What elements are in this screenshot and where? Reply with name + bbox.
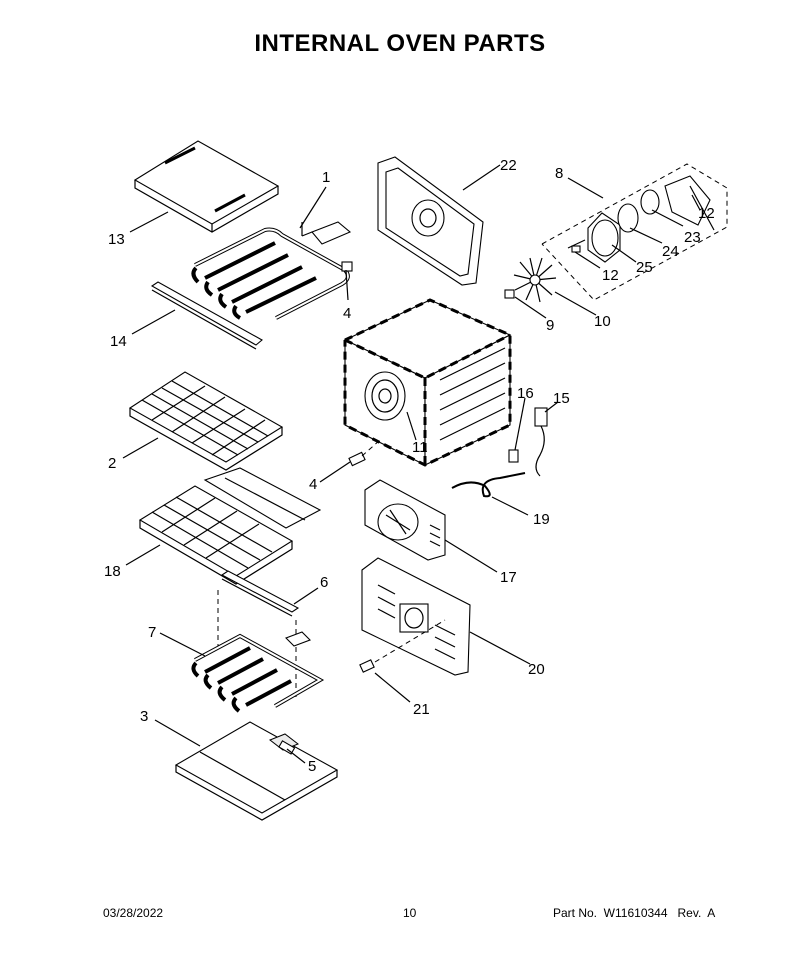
part-17-convection-cover xyxy=(364,479,446,561)
callout-3: 3 xyxy=(140,708,148,725)
callout-22: 22 xyxy=(500,157,517,174)
part-14-rail xyxy=(150,281,263,350)
callout-13: 13 xyxy=(108,231,125,248)
callout-25: 25 xyxy=(636,259,653,276)
callout-20: 20 xyxy=(528,661,545,678)
part-6-bracket xyxy=(217,570,300,700)
callout-7: 7 xyxy=(148,624,156,641)
callout-8: 8 xyxy=(555,165,563,182)
callout-12-upper: 12 xyxy=(698,205,715,222)
part-5-screw xyxy=(278,740,296,755)
part-21-screw xyxy=(359,659,375,673)
callout-9: 9 xyxy=(546,317,554,334)
callout-17: 17 xyxy=(500,569,517,586)
part-8-fan-assembly xyxy=(541,163,728,301)
part-13-top-plate xyxy=(133,140,280,233)
part-9-nut xyxy=(504,289,515,299)
callout-11: 11 xyxy=(412,439,428,456)
leader-lines xyxy=(122,164,701,764)
callout-24: 24 xyxy=(662,243,679,260)
part-1-broil-element xyxy=(191,221,352,320)
page-title: INTERNAL OVEN PARTS xyxy=(254,30,546,57)
callout-5: 5 xyxy=(308,758,316,775)
part-10-fan-blade xyxy=(513,257,557,303)
part-18-sliding-rack xyxy=(138,467,322,585)
callout-6: 6 xyxy=(320,574,328,591)
footer-part-number: Part No. W11610344 Rev. A xyxy=(553,906,716,920)
part-2-oven-rack xyxy=(128,371,284,471)
part-7-bake-element xyxy=(191,631,325,713)
part-11-fan-ring xyxy=(378,388,392,404)
oven-cavity xyxy=(343,298,512,467)
part-19-probe xyxy=(451,472,526,498)
callout-10: 10 xyxy=(594,313,611,330)
part-15-harness xyxy=(534,407,548,477)
part-4-screw-lower xyxy=(348,451,366,467)
footer-date: 03/28/2022 xyxy=(103,906,164,920)
callout-4-lower: 4 xyxy=(309,476,317,493)
callout-14: 14 xyxy=(110,333,127,350)
callout-23: 23 xyxy=(684,229,701,246)
callout-4-upper: 4 xyxy=(343,305,351,322)
callout-labels: 1 2 3 4 4 5 6 7 8 9 10 11 12 12 13 14 15… xyxy=(104,157,715,775)
callout-18: 18 xyxy=(104,563,121,580)
part-20-rear-panel xyxy=(361,557,471,676)
part-4-screw-upper xyxy=(341,261,353,272)
callout-16: 16 xyxy=(517,385,534,402)
callout-1: 1 xyxy=(322,169,330,186)
callout-12-lower: 12 xyxy=(602,267,619,284)
callout-15: 15 xyxy=(553,390,570,407)
callout-2: 2 xyxy=(108,455,116,472)
part-22-panel xyxy=(377,156,484,286)
part-16-fitting xyxy=(508,449,519,463)
callout-19: 19 xyxy=(533,511,550,528)
footer-page-number: 10 xyxy=(403,906,417,920)
callout-21: 21 xyxy=(413,701,430,718)
